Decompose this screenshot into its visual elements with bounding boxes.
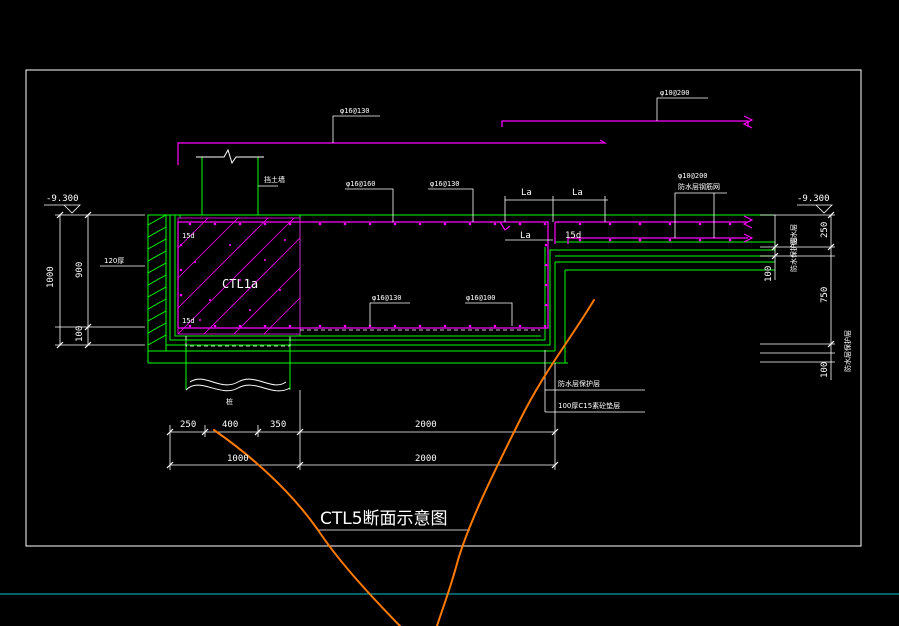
drawing-title: CTL5断面示意图	[320, 509, 448, 529]
vdim-1000: 1000	[46, 266, 56, 288]
la-label-1: La	[521, 188, 532, 198]
dim-1000: 1000	[227, 454, 249, 464]
rebar-dots	[179, 222, 732, 328]
rebar-top-left-mid: φ16@160	[346, 180, 376, 188]
rebar-top-right: φ10@200	[660, 89, 690, 97]
dim-2000a: 2000	[415, 420, 437, 430]
wall-hatch	[147, 214, 167, 352]
elev-right: -9.300	[797, 194, 830, 204]
dim-400: 400	[222, 420, 238, 430]
dashed-lines	[185, 329, 540, 347]
rebar-right-spec: φ10@200	[678, 172, 708, 180]
rdim-100b: 100	[820, 362, 830, 378]
rebar-right-spec-2: 防水层钢筋网	[678, 182, 720, 191]
right-note-3: 防水层保护层	[843, 330, 852, 372]
rebar-bot-right: φ16@100	[466, 294, 496, 302]
beam-outline	[147, 157, 776, 390]
right-note-1: 防水层	[789, 224, 798, 245]
rdim-250: 250	[820, 222, 830, 238]
rdim-100a: 100	[764, 266, 774, 282]
member-label: CTL1a	[222, 277, 258, 291]
dim-ticks	[56, 211, 835, 469]
vdim-900: 900	[75, 262, 85, 278]
d15-label-3: 15d	[565, 231, 581, 241]
dim-2000b: 2000	[415, 454, 437, 464]
vdim-100: 100	[75, 326, 85, 342]
elev-left: -9.300	[46, 194, 79, 204]
ctl1a-dots	[194, 239, 286, 321]
column-break	[196, 148, 264, 165]
orange-markup	[213, 299, 595, 626]
wall-thk: 120厚	[104, 257, 124, 265]
la-label-2: La	[572, 188, 583, 198]
d15-label-2: 15d	[182, 317, 195, 325]
la-label-3: La	[520, 231, 531, 241]
right-note-2: 防水保护层	[789, 237, 798, 272]
d15-label-1: 15d	[182, 232, 195, 240]
leaders	[44, 97, 835, 531]
waterproof-note: 防水层保护层	[558, 379, 600, 388]
dim-250: 250	[180, 420, 196, 430]
cushion-note: 100厚C15素砼垫层	[558, 401, 620, 410]
dim-350: 350	[270, 420, 286, 430]
rebar-bot-left: φ16@130	[372, 294, 402, 302]
rdim-750: 750	[820, 287, 830, 303]
pile-note: 桩	[226, 397, 233, 406]
rebar-cage	[177, 115, 754, 329]
rebar-top-mid: φ16@130	[430, 180, 460, 188]
rebar-top-long: φ16@130	[340, 107, 370, 115]
ctl1a-hatch	[177, 217, 301, 335]
wall-note: 挡土墙	[264, 175, 285, 184]
pile-break	[185, 384, 291, 392]
drawing-frame	[25, 69, 862, 547]
